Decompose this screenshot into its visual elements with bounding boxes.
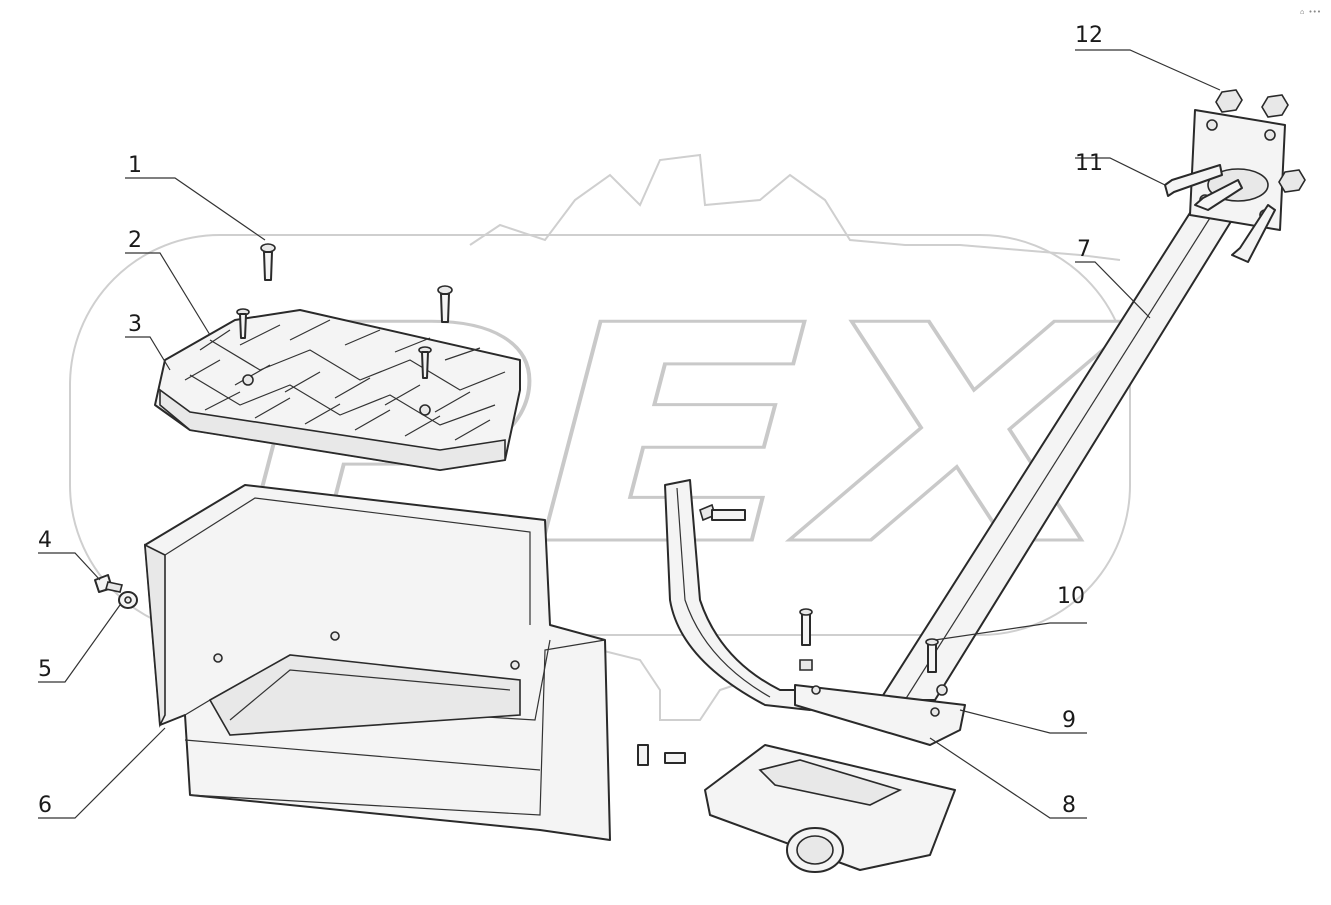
- corner-mark: ⌂ •••: [1300, 8, 1321, 16]
- callout-8: 8: [1062, 793, 1076, 818]
- step-bracket: [144, 484, 611, 841]
- bolts-long: [1164, 164, 1276, 263]
- bolt-vertical-9: [799, 608, 813, 671]
- callout-1: 1: [128, 153, 142, 178]
- bolt-small: [94, 574, 124, 593]
- screw-top-left: [260, 243, 276, 281]
- callout-10: 10: [1057, 584, 1085, 609]
- leader-lines: [38, 49, 1221, 819]
- watermark-logo-frame: [69, 234, 1131, 636]
- callout-12: 12: [1075, 23, 1103, 48]
- bolt-loose-lower: [637, 744, 686, 766]
- screw-top-right: [437, 285, 453, 323]
- screw-on-plate-left: [236, 308, 250, 339]
- bolt-vertical-10: [925, 638, 939, 673]
- callout-9: 9: [1062, 708, 1076, 733]
- lower-mount-plate: [704, 744, 956, 873]
- cross-bracket: [794, 684, 966, 746]
- watermark-gear-outline: [469, 153, 1121, 261]
- callout-11: 11: [1075, 151, 1103, 176]
- callout-7: 7: [1077, 237, 1091, 262]
- callout-6: 6: [38, 793, 52, 818]
- callout-labels: 1 2 3 4 5 6 7 8 9 10 11 12: [38, 23, 1103, 818]
- screw-on-plate-right: [418, 346, 432, 379]
- callout-2: 2: [128, 228, 142, 253]
- callout-4: 4: [38, 528, 52, 553]
- callout-3: 3: [128, 312, 142, 337]
- callout-5: 5: [38, 657, 52, 682]
- watermark-gear-lower: [549, 629, 751, 721]
- nuts: [1215, 89, 1306, 193]
- bolt-arm: [699, 503, 746, 522]
- washer: [118, 591, 138, 609]
